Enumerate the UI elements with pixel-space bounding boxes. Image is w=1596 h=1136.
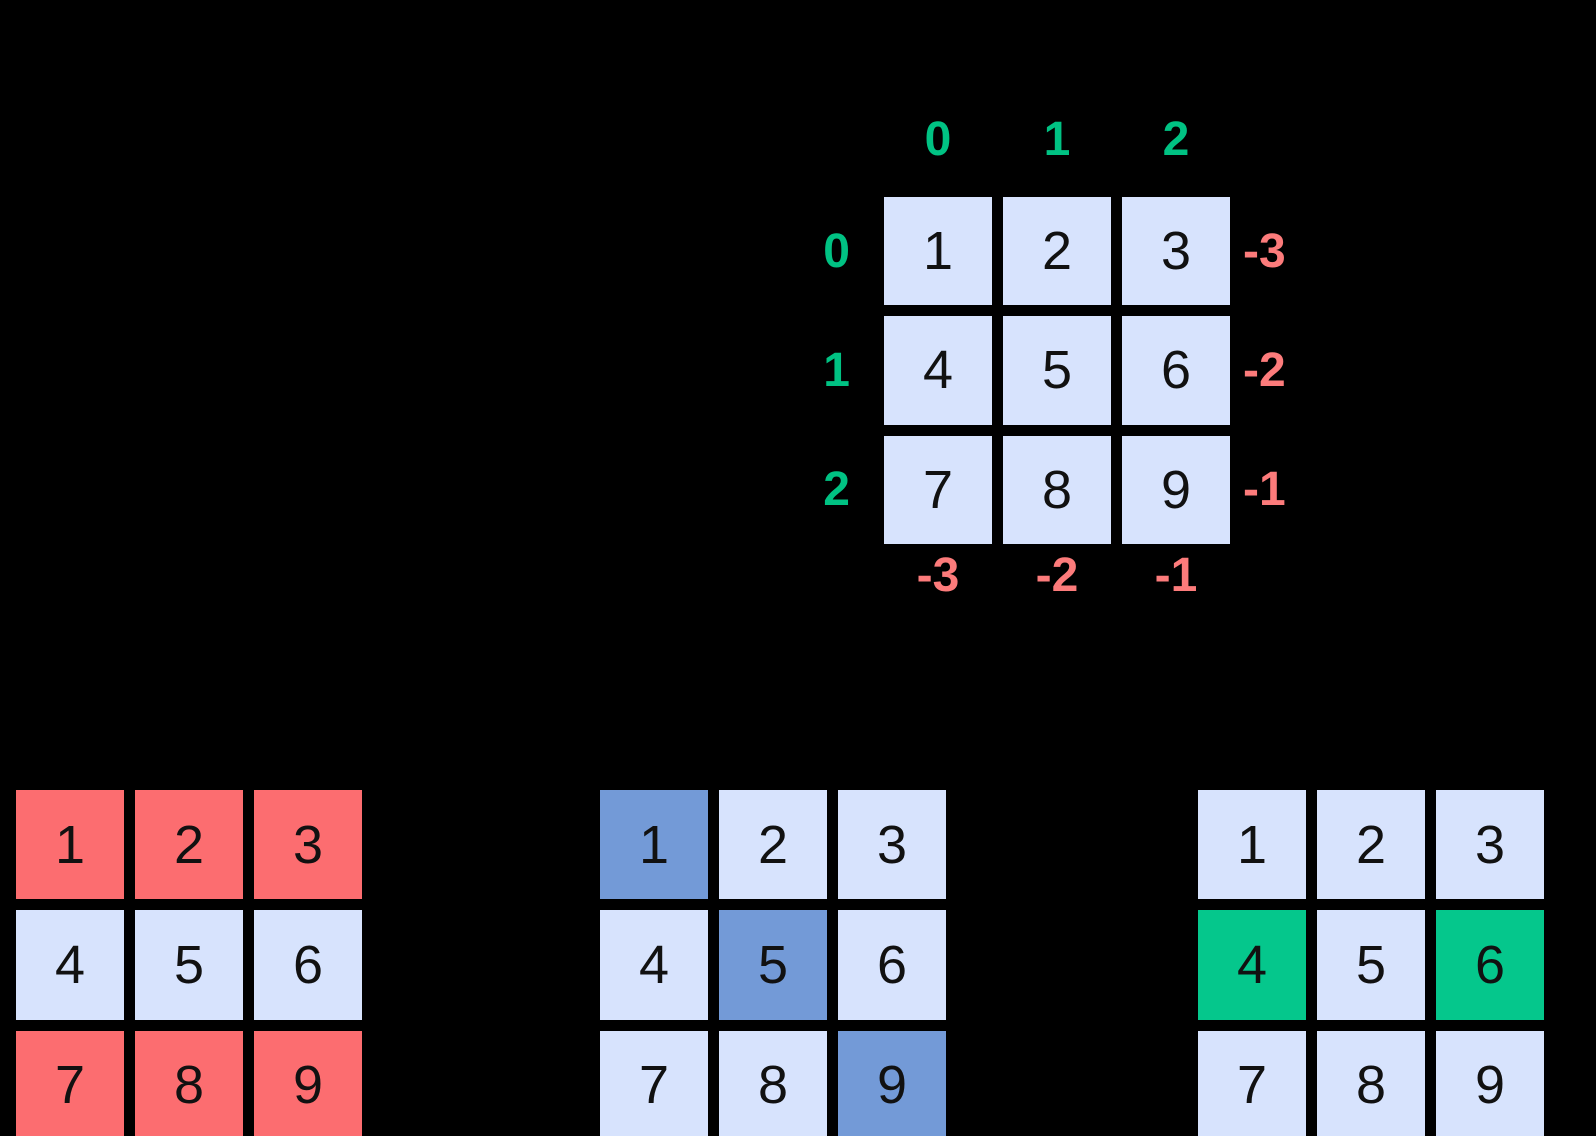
matrix-cell: 7 [1198, 1030, 1306, 1136]
matrix-cell: 5 [135, 910, 243, 1020]
top-matrix-column-header-negative-0: -3 [916, 549, 960, 602]
matrix-cell: 1 [16, 790, 124, 900]
matrix-cell: 4 [600, 910, 708, 1020]
indexed-matrix: 1 2 3 4 5 6 7 8 9 [884, 197, 1230, 544]
matrix-cell: 5 [1003, 316, 1111, 425]
matrix-cell: 8 [719, 1030, 827, 1136]
top-matrix-row-header-0: 0 [823, 225, 850, 278]
matrix-cell: 7 [884, 435, 992, 544]
matrix-cell: 1 [600, 790, 708, 900]
matrix-cell: 9 [838, 1030, 946, 1136]
matrix-cell: 1 [1198, 790, 1306, 900]
top-matrix-row-header-negative-2: -1 [1243, 463, 1286, 516]
matrix-cell: 7 [16, 1030, 124, 1136]
column-selection-matrix: 1 2 3 4 5 6 7 8 9 [1198, 790, 1544, 1136]
matrix-cell: 3 [1436, 790, 1544, 900]
matrix-cell: 8 [1003, 435, 1111, 544]
top-matrix-column-header-negative-1: -2 [1035, 549, 1079, 602]
matrix-cell: 6 [1436, 910, 1544, 1020]
top-matrix-row-header-1: 1 [823, 344, 850, 397]
matrix-cell: 2 [1317, 790, 1425, 900]
diagonal-selection-matrix: 1 2 3 4 5 6 7 8 9 [600, 790, 946, 1136]
matrix-cell: 3 [838, 790, 946, 900]
matrix-cell: 9 [1122, 435, 1230, 544]
top-matrix-row-header-2: 2 [823, 463, 850, 516]
top-matrix-column-header-negative-2: -1 [1154, 549, 1198, 602]
matrix-cell: 1 [884, 197, 992, 306]
top-matrix-column-header-1: 1 [1043, 113, 1071, 166]
matrix-cell: 4 [884, 316, 992, 425]
matrix-cell: 2 [135, 790, 243, 900]
matrix-cell: 5 [1317, 910, 1425, 1020]
matrix-cell: 4 [1198, 910, 1306, 1020]
matrix-cell: 3 [1122, 197, 1230, 306]
top-matrix-row-header-negative-0: -3 [1243, 225, 1286, 278]
matrix-cell: 8 [1317, 1030, 1425, 1136]
matrix-cell: 9 [1436, 1030, 1544, 1136]
top-matrix-row-header-negative-1: -2 [1243, 344, 1286, 397]
matrix-cell: 2 [1003, 197, 1111, 306]
matrix-cell: 6 [254, 910, 362, 1020]
matrix-cell: 2 [719, 790, 827, 900]
matrix-cell: 8 [135, 1030, 243, 1136]
top-matrix-column-header-2: 2 [1162, 113, 1190, 166]
matrix-cell: 5 [719, 910, 827, 1020]
matrix-cell: 9 [254, 1030, 362, 1136]
matrix-cell: 3 [254, 790, 362, 900]
matrix-cell: 4 [16, 910, 124, 1020]
matrix-cell: 6 [838, 910, 946, 1020]
matrix-cell: 6 [1122, 316, 1230, 425]
row-selection-matrix: 1 2 3 4 5 6 7 8 9 [16, 790, 362, 1136]
matrix-cell: 7 [600, 1030, 708, 1136]
top-matrix-column-header-0: 0 [924, 113, 952, 166]
